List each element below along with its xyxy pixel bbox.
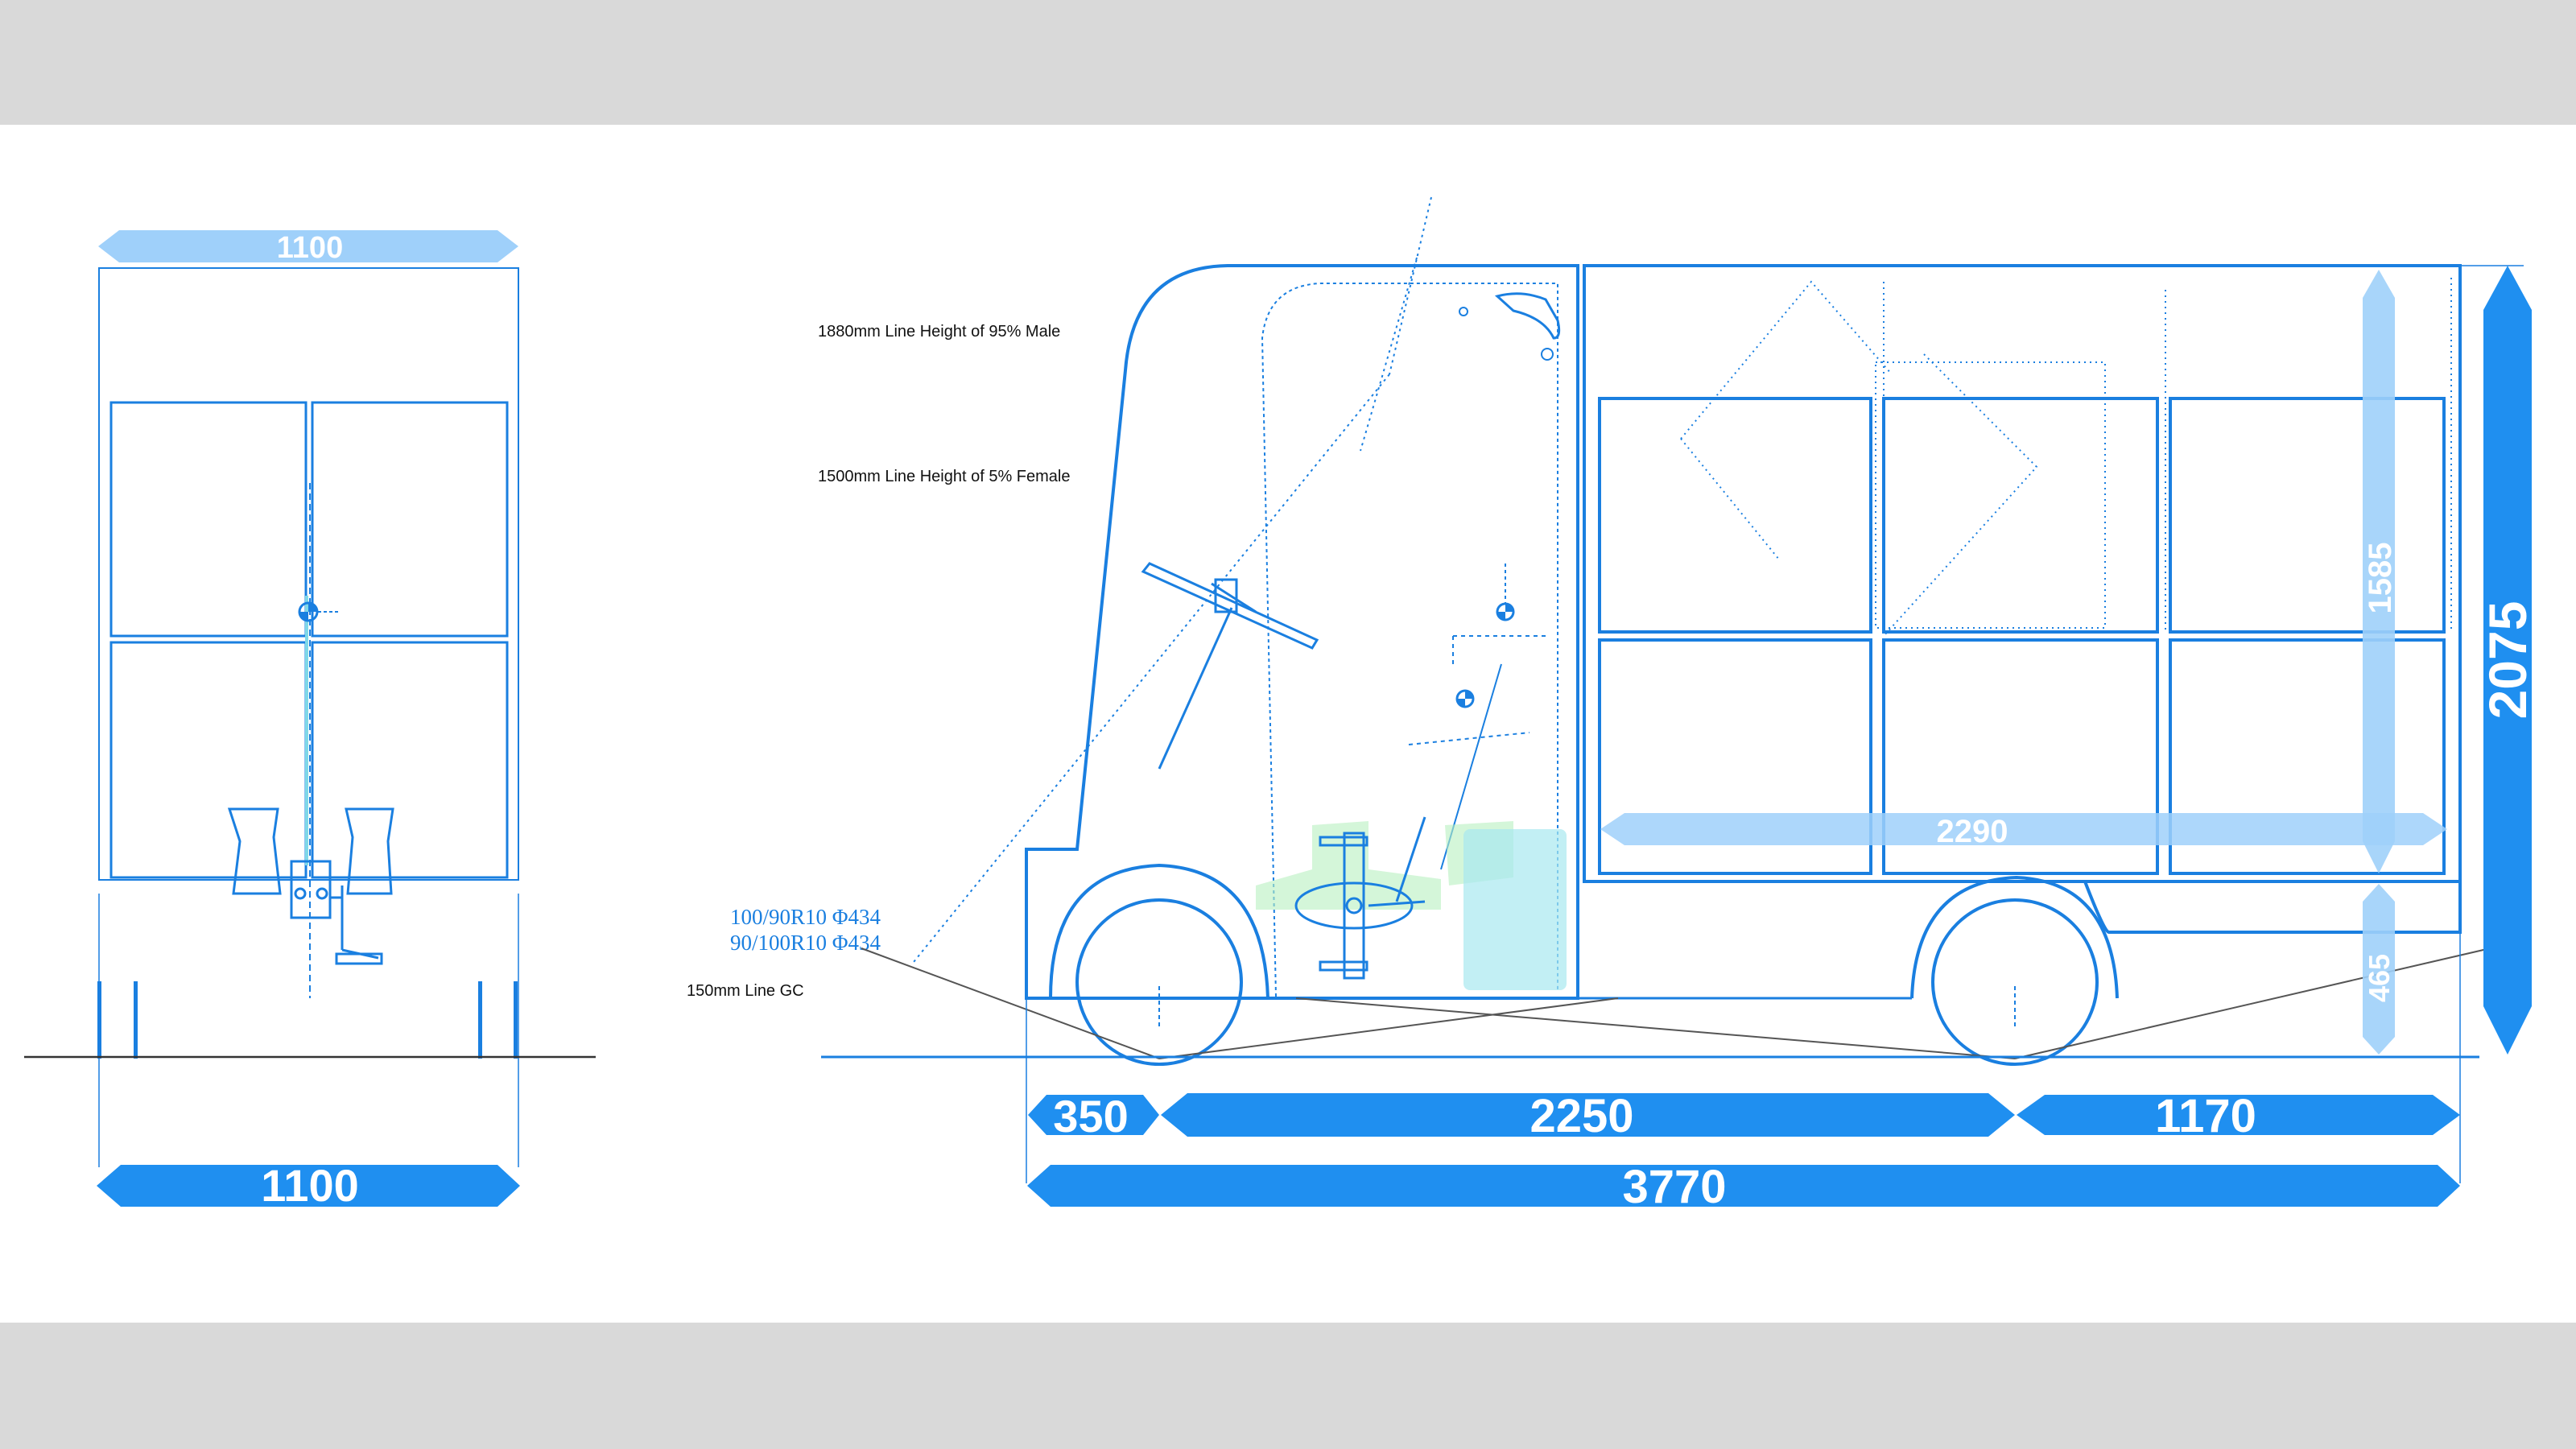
front-overhang-label: 350 [1053,1091,1128,1141]
note-male-height: 1880mm Line Height of 95% Male [818,323,1060,341]
front-pedal-assembly [290,860,383,965]
leg-shape [1256,821,1441,910]
total-length-label: 3770 [1622,1161,1726,1213]
front-cg-mark [298,601,338,622]
cargo-lower-outline [1584,880,2462,935]
cargo-window-4 [1598,638,1872,875]
sightline-steep [1360,257,1418,452]
cargo-height-label: 1585 [2363,543,2398,614]
tire-front-label: 100/90R10 Φ434 [730,905,881,929]
front-window-tl [109,401,308,638]
cargo-window-3 [2169,397,2446,634]
cargo-window-5 [1882,638,2159,875]
cargo-window-2 [1882,397,2159,634]
cargo-body-outline [1583,264,2462,883]
front-window-br [311,641,509,879]
mirror-mark [1459,307,1468,316]
bottom-gray-band [0,1323,2576,1449]
cargo-window-6 [2169,638,2446,875]
note-female-height: 1500mm Line Height of 5% Female [818,468,1071,485]
cab-outline [1025,264,1579,1000]
front-seat-right [345,807,394,895]
front-bottom-width-arrow: 1100 [97,1160,520,1211]
front-wheel-right-inner [478,981,482,1059]
front-wheel-right-outer [514,981,518,1059]
cargo-length-arrow: 2290 [1600,813,2447,849]
total-height-arrow: 2075 [2478,266,2537,1055]
front-bottom-width-label: 1100 [261,1160,359,1211]
front-seat-left [227,807,282,895]
rear-overhang-label: 1170 [2155,1090,2256,1142]
front-window-bl [109,641,308,879]
front-wheel [1049,863,1269,1066]
wheelbase-arrow: 2250 [1161,1090,2015,1142]
top-gray-band [0,0,2576,125]
side-view: 1880mm Line Height of 95% Male 1500mm Li… [687,196,2537,1213]
cargo-length-label: 2290 [1937,814,2008,849]
wheelbase-label: 2250 [1530,1090,1633,1142]
front-top-width-label: 1100 [277,231,343,265]
seat-block [1463,829,1567,990]
mirror-mount [1541,348,1554,361]
floor-height-arrow: 465 [2363,884,2396,1055]
rear-wheel [1910,875,2119,1066]
floor-height-label: 465 [2363,954,2396,1002]
total-height-label: 2075 [2478,601,2537,720]
cab-door-outline [1261,283,1558,997]
front-top-width-arrow: 1100 [98,230,518,265]
rear-overhang-arrow: 1170 [2017,1090,2460,1142]
note-ground-clearance: 150mm Line GC [687,982,804,1000]
pedal-mechanism [1294,816,1426,980]
front-body-outline [98,267,519,881]
cargo-dotted-guides [1680,278,2452,637]
tire-rear-label: 90/100R10 Φ434 [730,931,881,955]
steering-wheel [1141,562,1319,770]
cargo-window-1 [1598,397,1872,634]
front-window-tr [311,401,509,638]
drawing-canvas: 1100 [0,125,2576,1323]
front-overhang-arrow: 350 [1028,1091,1159,1141]
mirror-icon [1494,292,1561,340]
blueprint-svg: 1100 [24,196,2537,1213]
cargo-height-arrow: 1585 [2363,270,2398,873]
clearance-lines [861,941,2519,1059]
front-view: 1100 [24,230,596,1211]
sightline-top [1389,196,1432,375]
front-wheel-left-inner [134,981,138,1059]
total-length-arrow: 3770 [1027,1161,2460,1213]
